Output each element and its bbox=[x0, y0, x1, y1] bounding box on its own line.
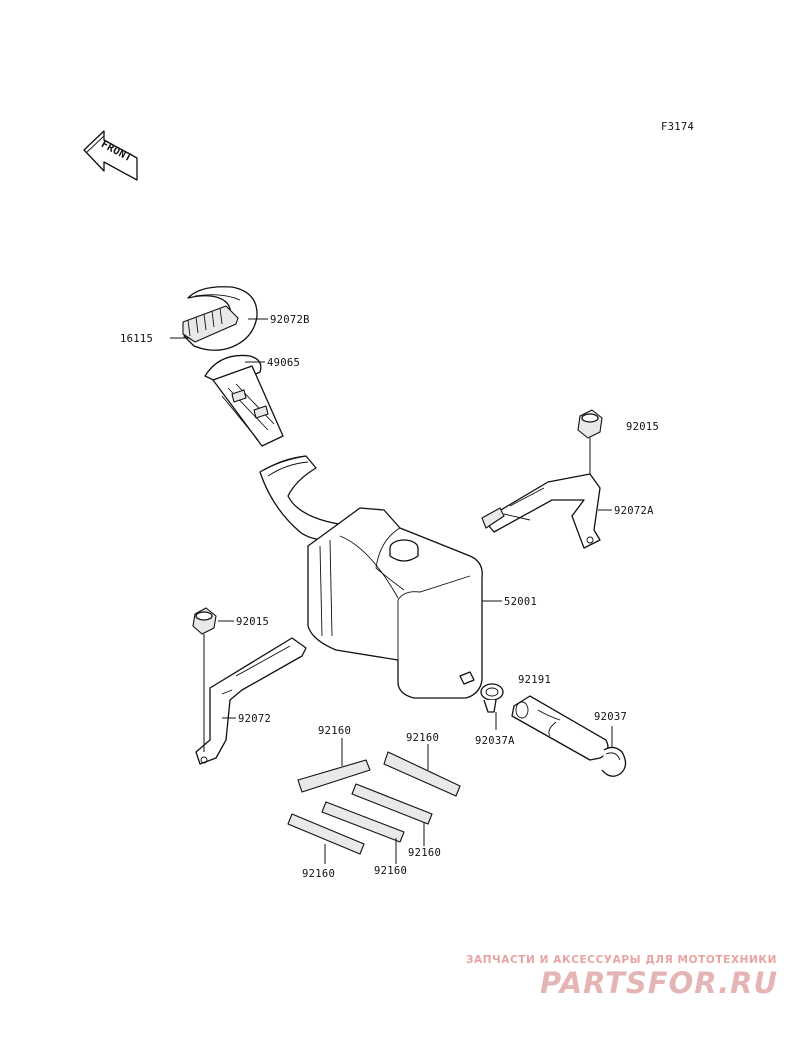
label-49065: 49065 bbox=[267, 357, 300, 369]
label-92015-right: 92015 bbox=[626, 421, 659, 433]
pad-2 bbox=[383, 751, 461, 797]
label-92160-c: 92160 bbox=[408, 847, 441, 859]
bracket-left bbox=[195, 637, 307, 765]
label-52001: 52001 bbox=[504, 596, 537, 608]
label-92072A: 92072A bbox=[614, 505, 654, 517]
label-92160-a: 92160 bbox=[318, 725, 351, 737]
oil-hose bbox=[511, 695, 609, 761]
watermark-tagline: ЗАПЧАСТИ И АКСЕССУАРЫ ДЛЯ МОТОТЕХНИКИ bbox=[466, 954, 777, 966]
pad-1 bbox=[297, 759, 371, 793]
filler-strainer bbox=[204, 354, 284, 447]
label-92160-e: 92160 bbox=[374, 865, 407, 877]
hose-clamp-a bbox=[480, 683, 504, 713]
oil-tank bbox=[259, 455, 483, 699]
label-92037A: 92037A bbox=[475, 735, 515, 747]
nut-right bbox=[577, 409, 603, 439]
front-arrow-icon: FRONT bbox=[83, 130, 138, 181]
label-92160-d: 92160 bbox=[302, 868, 335, 880]
label-92072: 92072 bbox=[238, 713, 271, 725]
label-92072B: 92072B bbox=[270, 314, 310, 326]
label-16115: 16115 bbox=[120, 333, 153, 345]
label-92015-left: 92015 bbox=[236, 616, 269, 628]
cap-cover bbox=[183, 286, 258, 351]
hose-clip bbox=[601, 746, 627, 777]
figure-code: F3174 bbox=[661, 121, 694, 133]
tank-cap bbox=[182, 305, 239, 343]
pad-4 bbox=[321, 801, 405, 843]
watermark-brand: PARTSFOR.RU bbox=[540, 966, 778, 1000]
pad-5 bbox=[287, 813, 365, 855]
rubber-pads bbox=[287, 751, 461, 855]
bracket-right bbox=[481, 473, 601, 549]
label-92037: 92037 bbox=[594, 711, 627, 723]
label-92160-b: 92160 bbox=[406, 732, 439, 744]
pad-3 bbox=[351, 783, 433, 825]
label-92191: 92191 bbox=[518, 674, 551, 686]
nut-left bbox=[192, 607, 217, 635]
